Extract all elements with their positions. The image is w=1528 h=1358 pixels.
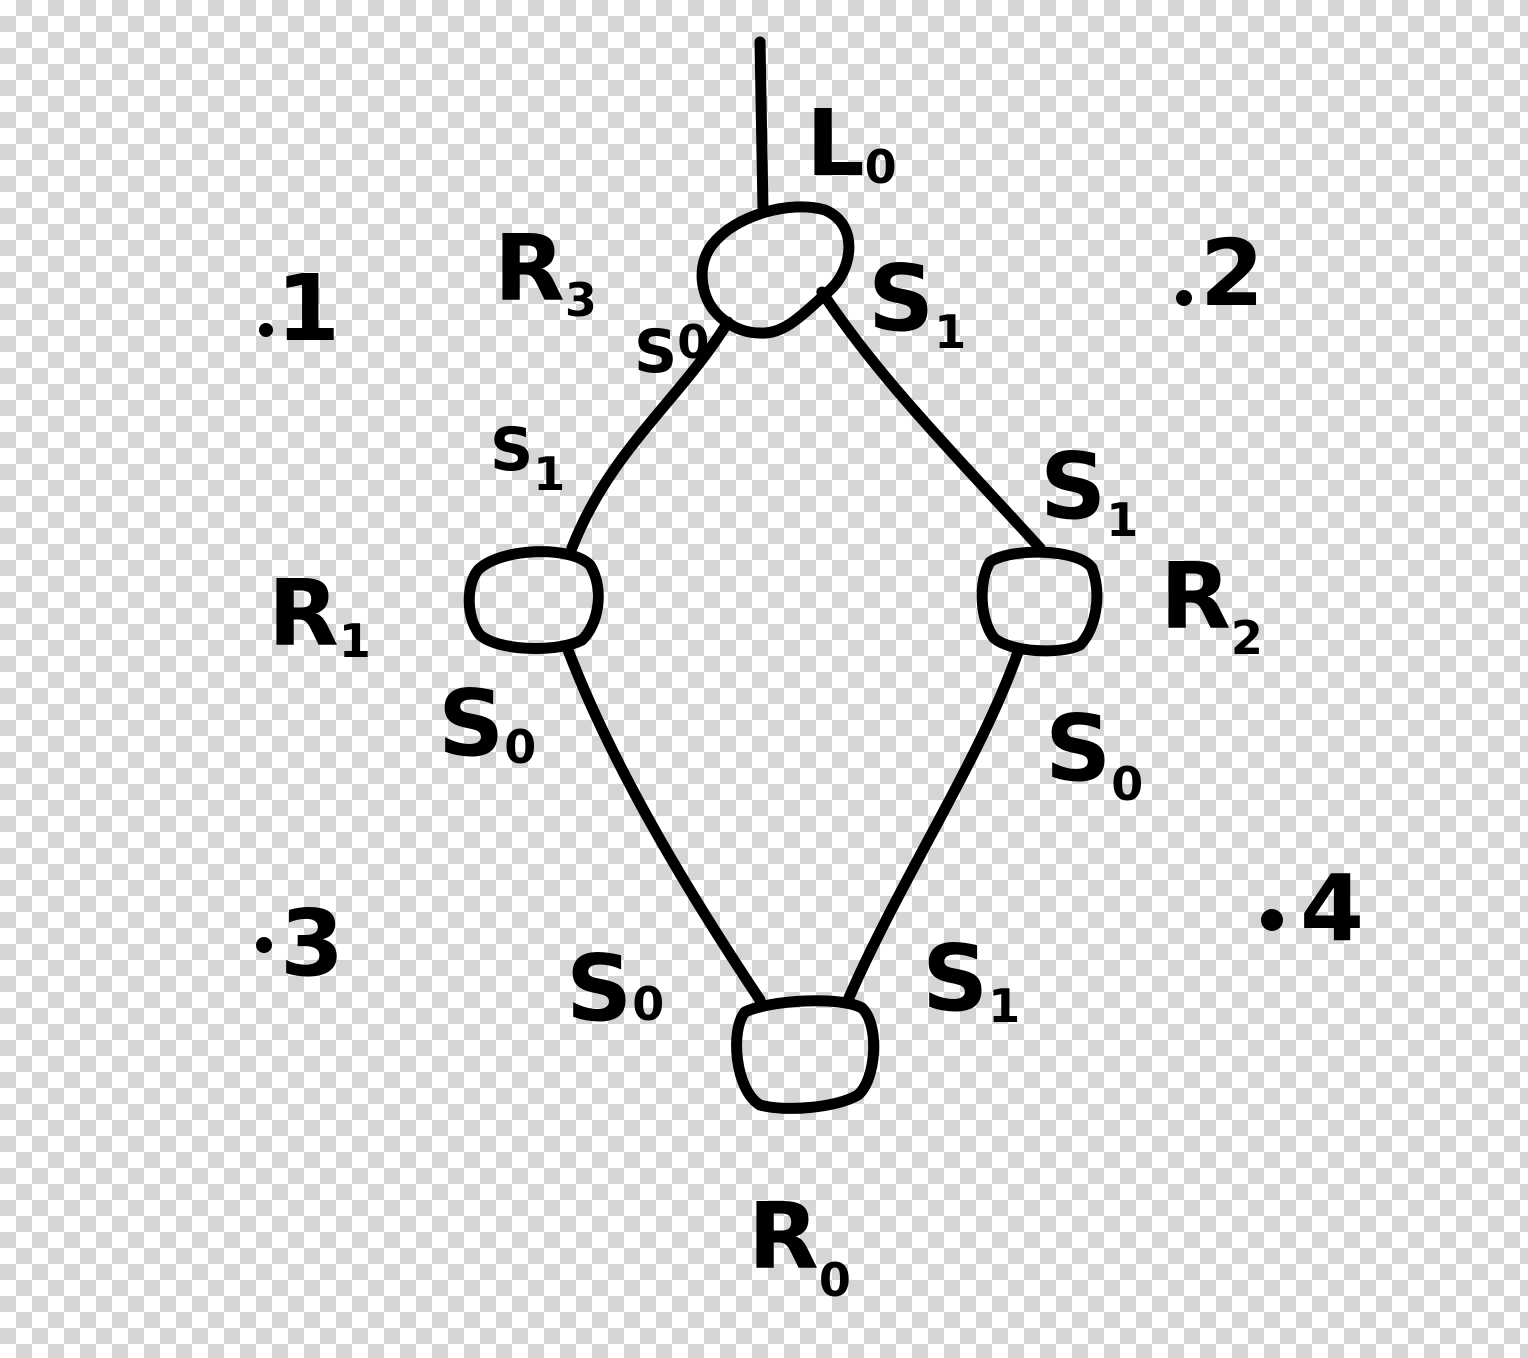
node-r0 xyxy=(731,995,880,1114)
port-label-r3-to-r2: S1 xyxy=(868,245,966,359)
port-label-r0-from-r1: S0 xyxy=(566,935,664,1042)
region-marker-dot-1 xyxy=(259,323,273,337)
port-label-r2-to-r0: S0 xyxy=(1045,695,1143,811)
region-marker-dot-2 xyxy=(1176,290,1192,306)
node-r1 xyxy=(463,546,604,654)
edge-r3-r1 xyxy=(566,316,734,554)
port-label-r1-from-r3: S1 xyxy=(490,415,565,501)
port-label-r2-from-r3: S1 xyxy=(1040,433,1138,547)
edge-r2-r0 xyxy=(842,646,1024,1006)
region-marker-dot-3 xyxy=(256,937,272,953)
port-label-r0-from-r2: S1 xyxy=(922,925,1020,1033)
root-line xyxy=(754,36,769,216)
region-marker-dot-4 xyxy=(1261,909,1283,931)
region-label-4: 4 xyxy=(1300,855,1364,962)
node-label-r1: R1 xyxy=(268,560,371,668)
port-label-r1-to-r0: S0 xyxy=(438,670,536,777)
region-label-2: 2 xyxy=(1200,220,1264,327)
edge-r3-r2 xyxy=(816,286,1046,554)
region-label-3: 3 xyxy=(280,890,344,997)
region-label-1: 1 xyxy=(276,255,340,362)
node-r3 xyxy=(696,201,855,339)
node-r2 xyxy=(976,546,1103,657)
root-label: L0 xyxy=(806,90,897,197)
node-label-r2: R2 xyxy=(1160,543,1263,665)
node-label-r0: R0 xyxy=(748,1183,851,1307)
port-label-r3-to-r1: S0 xyxy=(634,315,709,387)
edge-r1-r0 xyxy=(562,644,766,1006)
node-label-r3: R3 xyxy=(494,215,597,327)
